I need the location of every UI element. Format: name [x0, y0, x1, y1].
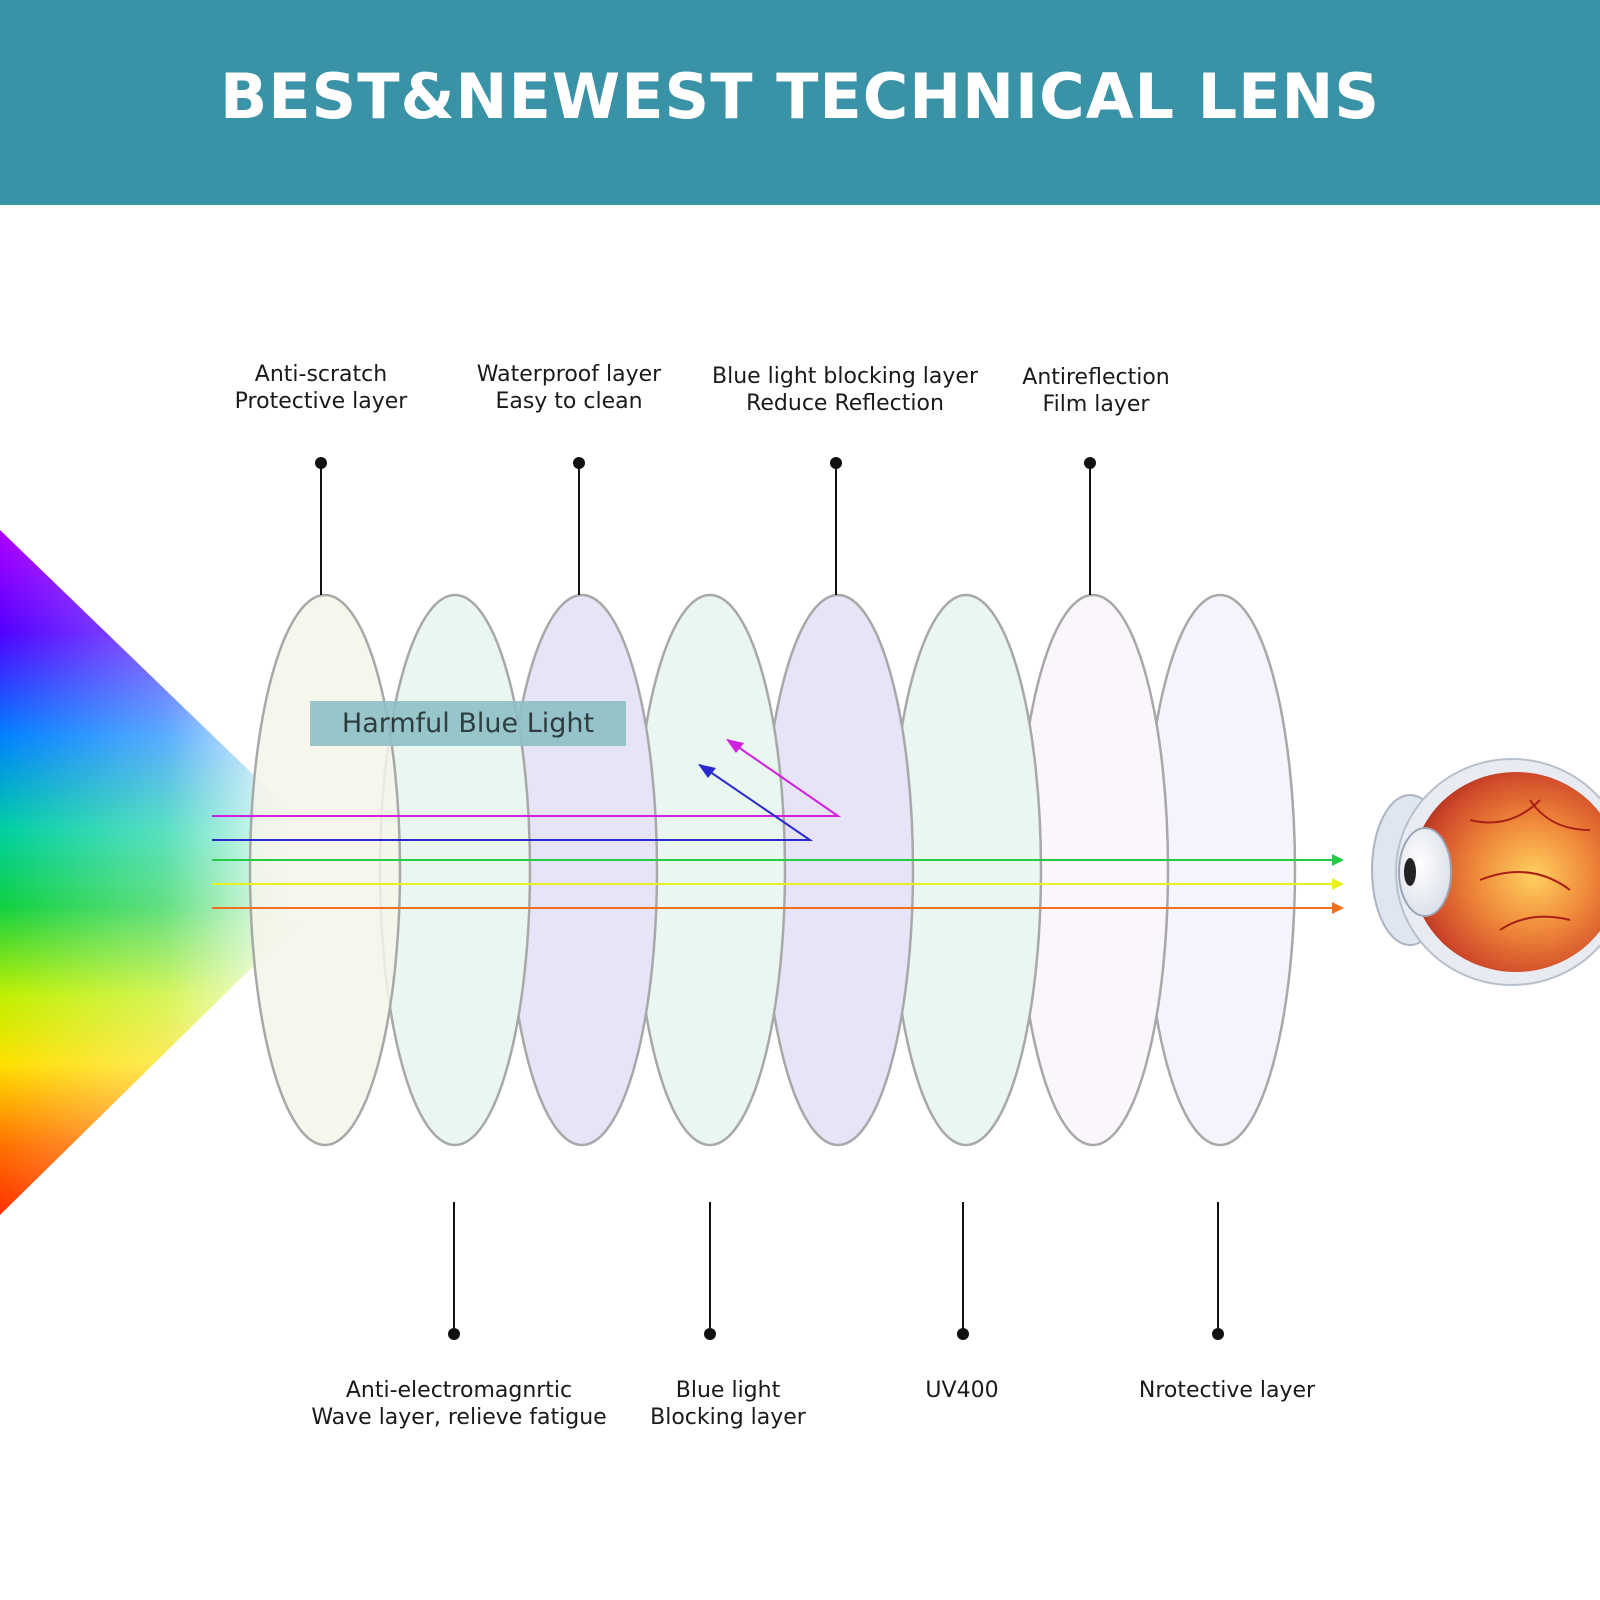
arrow-head-yellow	[1332, 878, 1344, 890]
header-banner: BEST&NEWEST TECHNICAL LENS	[0, 0, 1600, 205]
light-rays	[212, 739, 1344, 914]
bottom-label-uv400: UV400	[925, 1378, 999, 1403]
ray-violet	[212, 739, 842, 817]
bottom-leaders	[448, 1202, 1224, 1340]
arrow-head-orange	[1332, 902, 1344, 914]
arrow-head-blue	[698, 764, 716, 778]
top-label-blue-light-blocking: Blue light blocking layer Reduce Reflect…	[711, 364, 979, 416]
harmful-blue-light-label: Harmful Blue Light	[341, 708, 595, 739]
bottom-label-protective: Nrotective layer	[1138, 1378, 1316, 1403]
page-title: BEST&NEWEST TECHNICAL LENS	[219, 60, 1381, 133]
top-label-waterproof: Waterproof layer Easy to clean	[476, 362, 662, 414]
top-label-anti-scratch: Anti-scratch Protective layer	[234, 362, 408, 414]
bottom-label-anti-electromagnetic: Anti-electromagnrtic Wave layer, relieve…	[311, 1378, 607, 1430]
harmful-blue-light-callout: Harmful Blue Light	[310, 701, 626, 746]
ray-blue	[212, 764, 814, 841]
spectrum-prism-icon	[0, 530, 300, 1215]
lens-layer-1	[248, 593, 402, 1147]
human-eye-icon	[1371, 758, 1600, 986]
top-label-antireflection: Antireflection Film layer	[1022, 365, 1170, 417]
arrow-head-green	[1332, 854, 1344, 866]
arrow-head-violet	[726, 739, 744, 753]
top-leaders	[315, 457, 1096, 595]
lens-layers	[248, 593, 1297, 1147]
bottom-label-blue-light: Blue light Blocking layer	[650, 1378, 806, 1430]
lens-layer-2	[378, 593, 532, 1147]
